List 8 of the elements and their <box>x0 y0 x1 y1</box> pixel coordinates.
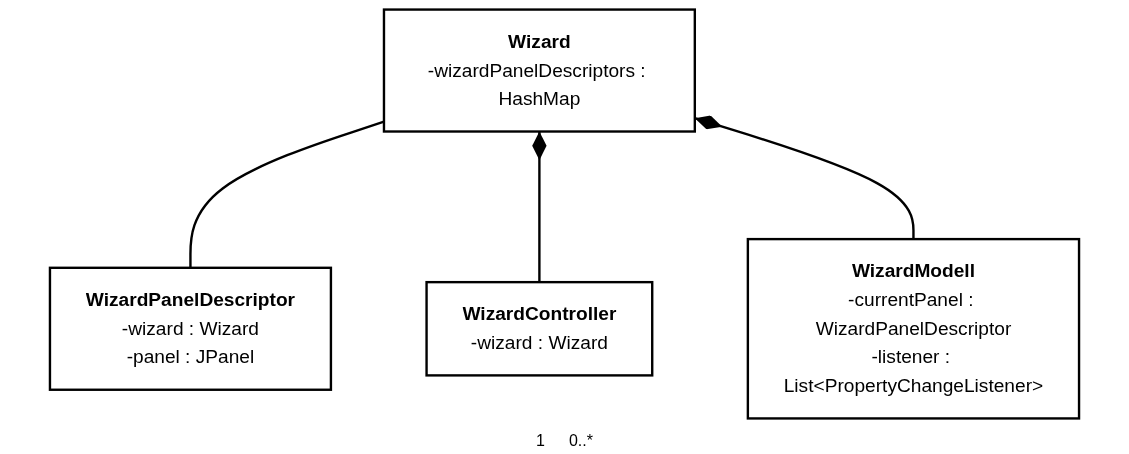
node-box: Wizard -wizardPanelDescriptors : HashMap <box>382 8 696 133</box>
multiplicity-label: 0..* <box>568 432 593 449</box>
multiplicity-label: 1 <box>536 432 545 449</box>
node-box: WizardPanelDescriptor -wizard : Wizard -panel : JPanel <box>48 266 333 391</box>
node-box: WizardController -wizard : Wizard <box>425 280 654 377</box>
node-box: WizardModell -currentPanel : WizardPanelDescriptor -listener : List<PropertyChangeListener> <box>746 237 1081 420</box>
connector <box>532 131 547 283</box>
connector <box>694 115 915 240</box>
